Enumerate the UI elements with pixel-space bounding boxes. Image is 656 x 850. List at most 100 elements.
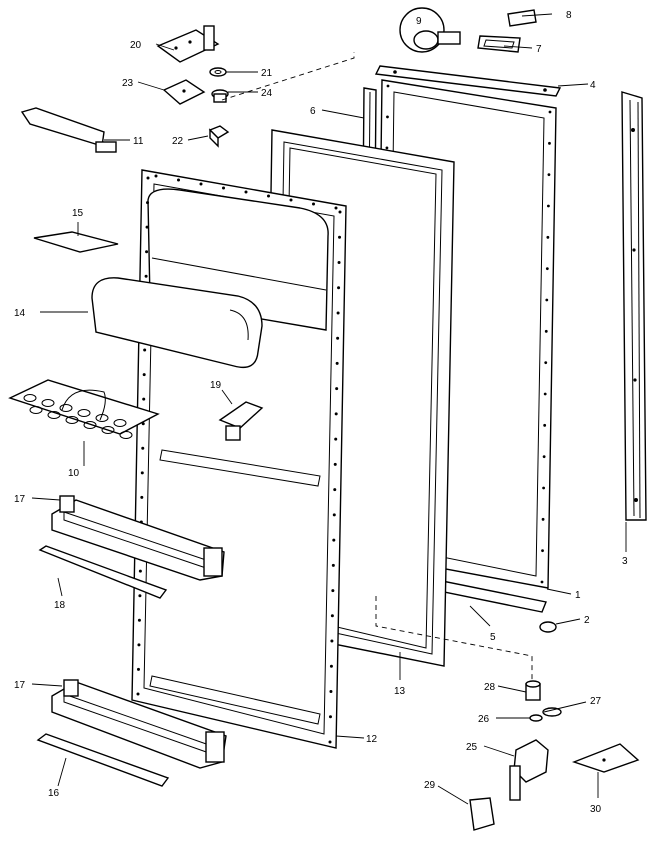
liner-hole <box>145 225 149 229</box>
callout-4: 4 <box>590 80 596 91</box>
panel-hole <box>548 110 552 114</box>
callout-17-upper: 17 <box>14 494 26 505</box>
liner-hole <box>142 373 146 377</box>
liner-hole <box>332 513 336 517</box>
assembly-guides <box>221 52 533 680</box>
liner-hole <box>138 569 142 573</box>
liner-hole <box>329 690 333 694</box>
egg-cup <box>101 426 115 434</box>
callout-16: 16 <box>48 788 60 799</box>
liner-hole <box>330 614 334 618</box>
callout-24: 24 <box>261 88 273 99</box>
egg-cup <box>83 421 97 429</box>
egg-cup <box>95 414 109 422</box>
part-hinge-bracket-right <box>571 743 640 773</box>
part-hinge-cap <box>399 7 461 53</box>
part-latch-bracket <box>20 107 117 153</box>
panel-hole <box>544 329 548 333</box>
part-cap-gasket <box>477 35 521 53</box>
callout-10: 10 <box>68 468 80 479</box>
liner-hole <box>141 422 145 426</box>
callout-layer: 1 2 3 4 5 6 7 8 9 10 11 12 13 14 15 16 1… <box>14 10 628 815</box>
part-top-hinge <box>156 25 220 63</box>
panel-hole <box>547 204 550 208</box>
liner-hole <box>136 692 140 696</box>
panel-hole <box>545 298 549 302</box>
panel-hole <box>386 115 389 119</box>
callout-21: 21 <box>261 68 273 79</box>
liner-hole <box>140 471 144 475</box>
liner-hole <box>146 201 150 205</box>
liner-hole <box>267 194 270 198</box>
callout-20: 20 <box>130 40 142 51</box>
panel-hole <box>540 580 544 584</box>
liner-hole <box>328 740 332 744</box>
egg-cup <box>65 416 79 424</box>
panel-hole <box>548 141 551 145</box>
liner-hole <box>244 190 248 194</box>
liner-hole <box>334 412 338 416</box>
liner-hole <box>336 311 340 315</box>
part-shelf-trim-upper <box>38 545 168 599</box>
callout-1: 1 <box>575 590 581 601</box>
part-hinge-washer <box>529 714 543 722</box>
panel-hole <box>544 361 548 365</box>
panel-hole <box>541 517 545 521</box>
egg-cup <box>41 399 55 407</box>
egg-cup <box>29 406 43 414</box>
liner-hole <box>330 639 334 643</box>
callout-18: 18 <box>54 600 66 611</box>
callout-23: 23 <box>122 78 134 89</box>
callout-8: 8 <box>566 10 572 21</box>
liner-hole <box>329 664 333 668</box>
callout-22: 22 <box>172 136 184 147</box>
part-inner-door-liner <box>131 169 347 749</box>
liner-hole <box>141 446 145 450</box>
callout-25: 25 <box>466 742 478 753</box>
liner-hole <box>137 643 141 647</box>
panel-hole <box>541 549 544 553</box>
callout-14: 14 <box>14 308 26 319</box>
callout-15: 15 <box>72 208 84 219</box>
liner-hole <box>335 361 339 365</box>
liner-hole <box>144 274 148 278</box>
liner-hole <box>332 538 336 542</box>
part-label-plate <box>507 9 537 27</box>
callout-3: 3 <box>622 556 628 567</box>
part-cap-nut <box>539 621 557 633</box>
egg-cup <box>77 409 91 417</box>
callout-5: 5 <box>490 632 496 643</box>
liner-hole <box>331 563 335 567</box>
panel-hole <box>385 146 389 150</box>
liner-hole <box>328 715 332 719</box>
part-hinge-bushing <box>542 707 562 717</box>
liner-hole <box>199 182 203 186</box>
callout-17-lower: 17 <box>14 680 26 691</box>
liner-hole <box>289 198 293 202</box>
part-spacer-block <box>208 125 230 148</box>
part-flap <box>33 231 119 253</box>
callout-29: 29 <box>424 780 436 791</box>
panel-hole <box>547 173 551 177</box>
liner-hole <box>336 336 340 340</box>
part-shelf-trim-lower <box>36 733 170 787</box>
liner-hole <box>335 387 339 391</box>
liner-hole <box>137 618 141 622</box>
liner-hole <box>154 174 158 178</box>
part-hinge-plate <box>162 79 206 105</box>
callout-11: 11 <box>133 136 144 147</box>
panel-hole <box>542 486 545 490</box>
part-hinge-pin <box>525 680 541 701</box>
callout-28: 28 <box>484 682 496 693</box>
liner-hole <box>333 462 337 466</box>
part-door-shelf-lower <box>51 679 227 769</box>
callout-13: 13 <box>394 686 406 697</box>
callout-9: 9 <box>416 16 422 27</box>
liner-hole <box>334 437 338 441</box>
liner-hole <box>337 260 341 264</box>
liner-hole <box>333 488 337 492</box>
callout-30: 30 <box>590 804 602 815</box>
liner-hole <box>338 210 342 214</box>
